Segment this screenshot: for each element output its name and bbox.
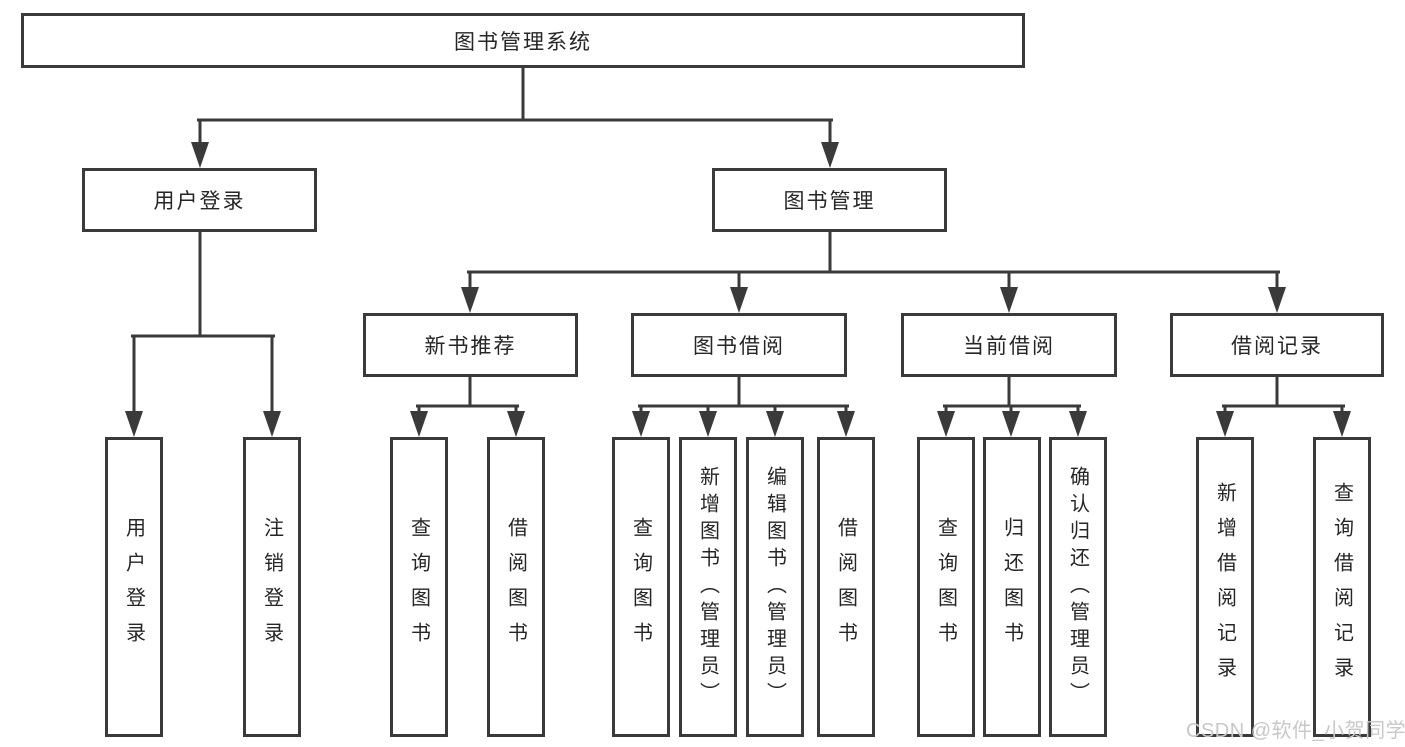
arrow-down-icon	[821, 142, 839, 168]
connector-current-borrow	[943, 375, 1081, 416]
arrow-down-icon	[1069, 411, 1087, 437]
arrow-down-icon	[632, 411, 650, 437]
connector-book-management	[467, 231, 1280, 293]
node-current-borrow: 当前借阅	[901, 313, 1117, 377]
node-book-management: 图书管理	[712, 168, 947, 232]
arrow-down-icon	[507, 411, 525, 437]
node-add-borrow-record: 新增借阅记录	[1196, 437, 1254, 737]
arrow-down-icon	[410, 411, 428, 437]
node-book-borrow: 图书借阅	[631, 313, 847, 377]
node-confirm-return-admin: 确认归还（管理员）	[1049, 437, 1107, 737]
connector-book-borrow	[638, 375, 849, 416]
node-borrow-books-recommend: 借阅图书	[487, 437, 545, 737]
node-borrow-books-leaf: 借阅图书	[817, 437, 875, 737]
node-edit-book-admin: 编辑图书（管理员）	[746, 437, 804, 737]
arrow-down-icon	[837, 411, 855, 437]
arrow-down-icon	[766, 411, 784, 437]
node-add-book-admin: 新增图书（管理员）	[679, 437, 737, 737]
node-query-books-current: 查询图书	[917, 437, 975, 737]
arrow-down-icon	[937, 411, 955, 437]
connector-user-login	[131, 230, 275, 416]
arrow-down-icon	[263, 411, 281, 437]
node-query-books-recommend: 查询图书	[390, 437, 448, 737]
node-library-system: 图书管理系统	[21, 13, 1025, 68]
arrow-down-icon	[1002, 411, 1020, 437]
arrow-down-icon	[461, 287, 479, 313]
arrowheads	[125, 142, 1351, 437]
node-new-book-recommend: 新书推荐	[363, 313, 578, 377]
connector-new-book	[416, 375, 519, 416]
connector-borrow-records	[1222, 375, 1345, 416]
node-logout: 注销登录	[243, 437, 301, 737]
arrow-down-icon	[1216, 411, 1234, 437]
arrow-down-icon	[1333, 411, 1351, 437]
arrow-down-icon	[191, 142, 209, 168]
node-query-borrow-record: 查询借阅记录	[1313, 437, 1371, 737]
arrow-down-icon	[125, 411, 143, 437]
arrow-down-icon	[730, 287, 748, 313]
node-user-login-leaf: 用户登录	[105, 437, 163, 737]
connector-root	[197, 66, 833, 148]
arrow-down-icon	[699, 411, 717, 437]
arrow-down-icon	[1000, 287, 1018, 313]
node-user-login: 用户登录	[82, 168, 317, 232]
node-query-books-borrow: 查询图书	[612, 437, 670, 737]
node-borrow-records: 借阅记录	[1170, 313, 1384, 377]
arrow-down-icon	[1268, 287, 1286, 313]
node-return-books: 归还图书	[983, 437, 1041, 737]
